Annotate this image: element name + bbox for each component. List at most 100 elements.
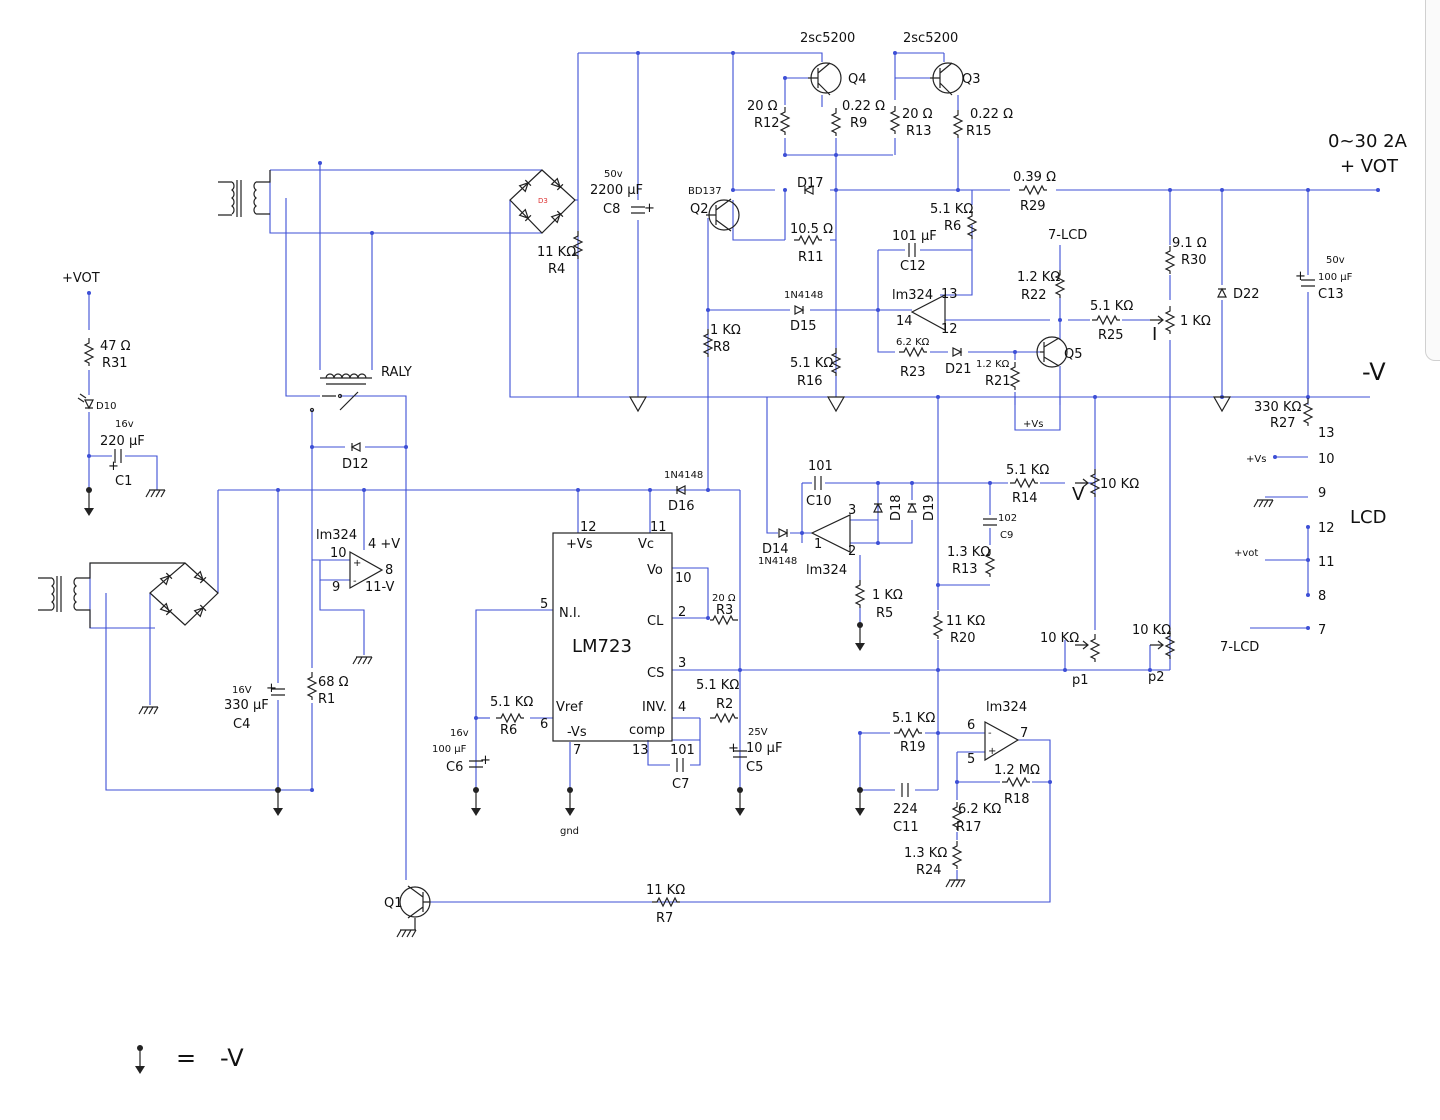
- lm723-inv: INV.: [642, 700, 667, 715]
- lm723-p2: 2: [678, 605, 686, 620]
- lcd-vs: +Vs: [1246, 454, 1266, 465]
- r20-val: 11 KΩ: [946, 614, 985, 629]
- lcd7-top: 7-LCD: [1048, 228, 1087, 243]
- resistor-r21: [1010, 361, 1020, 391]
- output-range: 0~30 2A: [1328, 131, 1408, 152]
- ubot-p6: 6: [967, 718, 975, 733]
- p1-val: 10 KΩ: [1040, 631, 1079, 646]
- r8-val: 1 KΩ: [710, 323, 741, 338]
- r27-val: 330 KΩ: [1254, 400, 1301, 415]
- resistor-r13-top: [890, 105, 900, 135]
- c8-volt: 50v: [604, 169, 623, 180]
- resistor-r24: [952, 840, 962, 870]
- minus-v-ground-3: [470, 786, 482, 817]
- diode-d14: [778, 528, 788, 538]
- diode-d21: [952, 347, 962, 357]
- svg-text:+: +: [480, 753, 491, 768]
- p1-ref: p1: [1072, 673, 1089, 688]
- r17-val: 6.2 KΩ: [958, 802, 1001, 817]
- potentiometer-v: [1075, 468, 1100, 498]
- potentiometer-i: [1150, 305, 1175, 335]
- lm723-cl: CL: [647, 614, 664, 629]
- resistor-r25: [1091, 315, 1121, 325]
- capacitor-c6: +: [468, 753, 491, 768]
- lcd-7lcd: 7-LCD: [1220, 640, 1259, 655]
- opamp-middle: [810, 514, 851, 553]
- minus-v-ground-2: [272, 786, 284, 817]
- svg-text:+: +: [988, 746, 996, 757]
- c13-val: 100 µF: [1318, 272, 1353, 283]
- r9-val: 0.22 Ω: [842, 99, 885, 114]
- potentiometer-p2: [1150, 630, 1175, 660]
- resistor-r18: [1001, 777, 1031, 787]
- svg-text:-: -: [988, 728, 992, 739]
- c10-ref: C10: [806, 494, 832, 509]
- r3-ref: R3: [716, 603, 733, 618]
- c12-ref: C12: [900, 259, 926, 274]
- r21-ref: R21: [985, 374, 1011, 389]
- lm723-p6: 6: [540, 717, 548, 732]
- q2-part: BD137: [688, 186, 722, 197]
- ground-triangle-3: [1213, 396, 1231, 412]
- pot-i-symbol: I: [1152, 324, 1157, 345]
- r3-val: 20 Ω: [712, 593, 736, 604]
- diode-d12: [351, 442, 361, 452]
- c8-ref: C8: [603, 202, 620, 217]
- q4-part: 2sc5200: [800, 31, 855, 46]
- d14-ref: D14: [762, 542, 789, 557]
- ubot-p5: 5: [967, 752, 975, 767]
- capacitor-c4: +: [266, 681, 286, 696]
- c7-val: 101: [670, 743, 695, 758]
- c8-val: 2200 µF: [590, 183, 643, 198]
- c13-ref: C13: [1318, 287, 1344, 302]
- lm723-vsn: -Vs: [567, 725, 587, 740]
- opamp-top: [910, 294, 946, 332]
- c9-ref: C9: [1000, 530, 1013, 541]
- lcd-pin-7: 7: [1318, 623, 1326, 638]
- scrollbar[interactable]: [1425, 0, 1440, 361]
- transistor-q1: [399, 885, 431, 919]
- r23-val: 6.2 KΩ: [896, 337, 930, 348]
- c10-val: 101: [808, 459, 833, 474]
- r5-ref: R5: [876, 606, 893, 621]
- r29-val: 0.39 Ω: [1013, 170, 1056, 185]
- r14-ref: R14: [1012, 491, 1038, 506]
- bridge-rectifier-d3: D3: [509, 169, 576, 234]
- capacitor-c12: [908, 242, 916, 258]
- d3-label: D3: [538, 197, 548, 205]
- capacitor-c8: +: [630, 201, 655, 216]
- uleft-p11: 11-V: [365, 580, 394, 595]
- bridge-rectifier-left: [149, 562, 219, 626]
- capacitor-c13: +: [1295, 269, 1316, 287]
- resistor-r9: [831, 107, 841, 137]
- lm723-ni: N.I.: [559, 606, 581, 621]
- p2-val: 10 KΩ: [1132, 623, 1171, 638]
- umid-part: lm324: [806, 563, 847, 578]
- capacitor-c7: [676, 757, 684, 773]
- lm723-comp: comp: [629, 723, 665, 738]
- chassis-ground-3: [138, 706, 159, 715]
- lm723-p4: 4: [678, 700, 686, 715]
- vs-box: +Vs: [1023, 419, 1043, 430]
- lcd-pin-12: 12: [1318, 521, 1335, 536]
- labels: 2sc5200 Q4 2sc5200 Q3 20 Ω R12 0.22 Ω R9…: [62, 31, 1408, 1072]
- c4-ref: C4: [233, 717, 250, 732]
- resistor-r31: [84, 337, 94, 367]
- minus-v-ground-4: [564, 786, 576, 817]
- d12-ref: D12: [342, 457, 369, 472]
- uleft-p8: 8: [385, 563, 393, 578]
- p2-ref: p2: [1148, 670, 1165, 685]
- diode-d22: [1217, 288, 1227, 298]
- c6-volt: 16v: [450, 728, 469, 739]
- resistor-r20: [933, 610, 943, 640]
- r16-ref: R16: [797, 374, 823, 389]
- lcd-pin-8: 8: [1318, 589, 1326, 604]
- r16-val: 5.1 KΩ: [790, 356, 833, 371]
- r13a-ref: R13: [906, 124, 932, 139]
- ubot-p7: 7: [1020, 726, 1028, 741]
- opamp-left: +-: [349, 550, 384, 590]
- capacitor-c1: +: [108, 448, 122, 474]
- r19-ref: R19: [900, 740, 926, 755]
- c1-val: 220 µF: [100, 434, 145, 449]
